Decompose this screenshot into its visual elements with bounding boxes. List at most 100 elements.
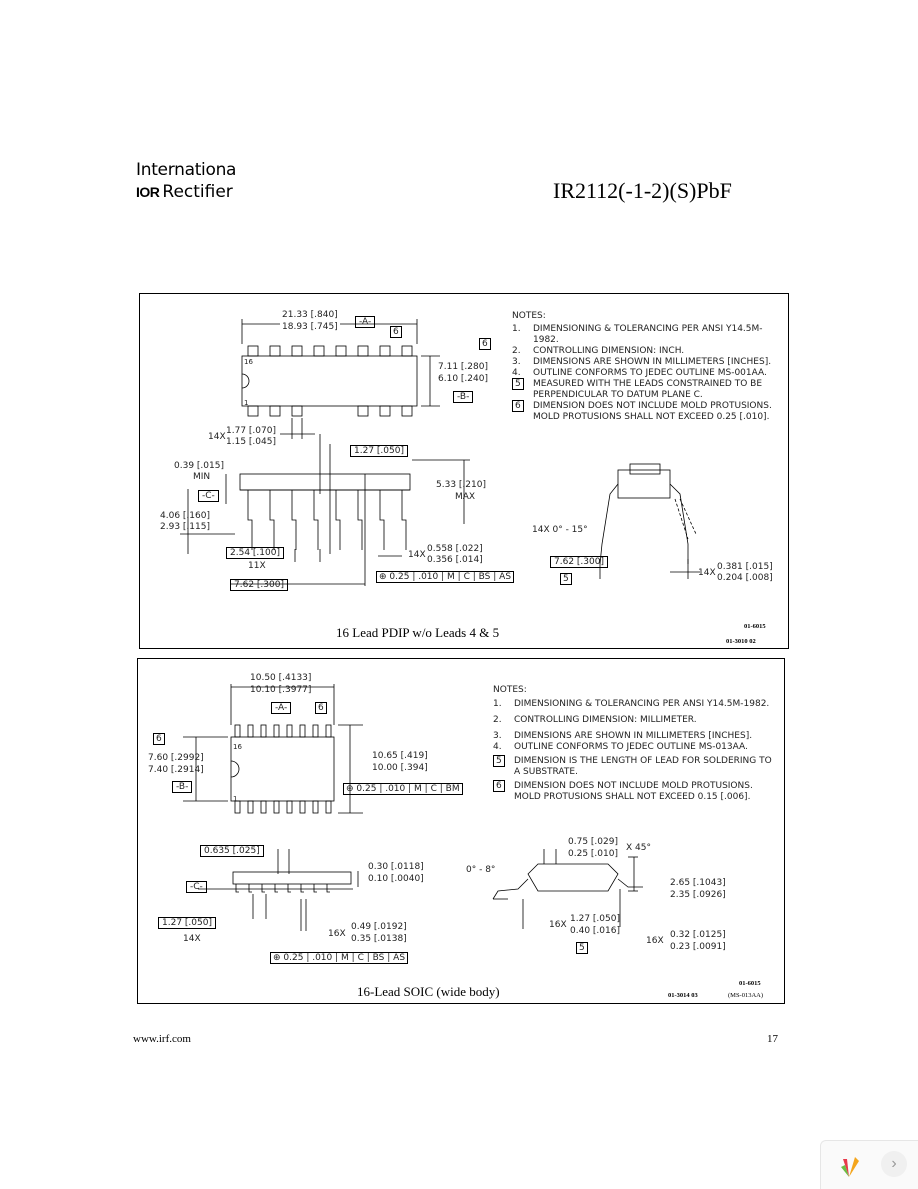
soic-note-4: 4.OUTLINE CONFORMS TO JEDEC OUTLINE MS-0… bbox=[493, 742, 748, 752]
fcf-datum-b: B bbox=[478, 572, 485, 582]
soic-lead-width-max: 0.49 [.0192] bbox=[351, 922, 407, 932]
pdip-caption: 16 Lead PDIP w/o Leads 4 & 5 bbox=[336, 625, 500, 640]
soic-note-2: 2.CONTROLLING DIMENSION: MILLIMETER. bbox=[493, 715, 697, 725]
pdip-thickness-count: 14X bbox=[698, 568, 716, 578]
soic-notes: NOTES: 1.DIMENSIONING & TOLERANCING PER … bbox=[493, 685, 775, 803]
fcf-modifier-m: M bbox=[447, 572, 455, 582]
pdip-pin16-label: 16 bbox=[244, 358, 253, 366]
pdip-end-row-spacing: 7.62 [.300] bbox=[550, 556, 608, 568]
pdip-length-max: 21.33 [.840] bbox=[282, 310, 338, 320]
pdip-lead-dia-count: 14X bbox=[408, 550, 426, 560]
fcf1-value-in: .010 bbox=[385, 784, 406, 794]
soic-note6-marker-left: 6 bbox=[153, 733, 165, 745]
fcf-modifier-s1: S bbox=[484, 572, 491, 582]
fcf-datum-a: A bbox=[499, 572, 506, 582]
soic-length-min: 10.10 [.3977] bbox=[250, 685, 312, 695]
soic-lead-width-min: 0.35 [.0138] bbox=[351, 934, 407, 944]
pdip-notes-title: NOTES: bbox=[512, 311, 546, 321]
soic-drawing-code3: (MS-013AA) bbox=[728, 992, 764, 999]
pdip-position-tolerance: ⊕ 0.25 | .010 | M | C | BS | AS bbox=[376, 571, 515, 583]
fcf-modifier-s2: S bbox=[505, 572, 512, 582]
soic-standoff-min: 0.10 [.0040] bbox=[368, 874, 424, 884]
fcf1-value-mm: 0.25 bbox=[356, 784, 377, 794]
pdip-note-4: 4.OUTLINE CONFORMS TO JEDEC OUTLINE MS-0… bbox=[512, 368, 767, 378]
soic-note6-marker-top: 6 bbox=[315, 702, 327, 714]
soic-pin-pitch-half: 0.635 [.025] bbox=[200, 845, 264, 857]
fcf1-modifier-m: M bbox=[414, 784, 422, 794]
pdip-thickness-min: 0.204 [.008] bbox=[717, 573, 773, 583]
soic-pin-pitch-count: 14X bbox=[183, 934, 201, 944]
pdip-datum-b: -B- bbox=[453, 391, 474, 403]
soic-pin16-label: 16 bbox=[233, 743, 242, 751]
pdip-package-drawing: 21.33 [.840] 18.93 [.745] -A- 6 6 16 1 7… bbox=[139, 293, 789, 649]
soic-standoff-max: 0.30 [.0118] bbox=[368, 862, 424, 872]
fcf-value-mm: 0.25 bbox=[389, 572, 410, 582]
pdip-lead-angle: 14X 0° - 15° bbox=[532, 525, 588, 535]
pdip-note-3: 3.DIMENSIONS ARE SHOWN IN MILLIMETERS [I… bbox=[512, 357, 772, 367]
fcf2-datum-a: A bbox=[393, 953, 400, 963]
fcf2-modifier-s1: S bbox=[378, 953, 385, 963]
soic-position-tolerance-1: ⊕ 0.25 | .010 | M | C | BM bbox=[343, 783, 463, 795]
soic-datum-b: -B- bbox=[172, 781, 193, 793]
brand-name-line1: Internationa bbox=[136, 160, 237, 180]
soic-thickness-count: 16X bbox=[646, 936, 664, 946]
soic-drawing-lines bbox=[183, 684, 643, 931]
soic-thickness-min: 0.23 [.0091] bbox=[670, 942, 726, 952]
soic-chamfer-angle: X 45° bbox=[626, 843, 651, 853]
soic-note5-marker: 5 bbox=[576, 942, 588, 954]
soic-chamfer-min: 0.25 [.010] bbox=[568, 849, 618, 859]
fcf-value-in: .010 bbox=[418, 572, 439, 582]
soic-package-drawing: 10.50 [.4133] 10.10 [.3977] -A- 6 6 16 1… bbox=[137, 658, 785, 1004]
soic-overall-width-min: 10.00 [.394] bbox=[372, 763, 428, 773]
next-page-button[interactable]: › bbox=[881, 1151, 907, 1177]
soic-foot-length-max: 1.27 [.050] bbox=[570, 914, 620, 924]
pdip-note-2: 2.CONTROLLING DIMENSION: INCH. bbox=[512, 346, 685, 356]
pdip-note-1: 1.DIMENSIONING & TOLERANCING PER ANSI Y1… bbox=[512, 324, 763, 345]
soic-foot-length-min: 0.40 [.016] bbox=[570, 926, 620, 936]
viewer-logo-icon bbox=[841, 1157, 859, 1177]
pdip-height-max: 5.33 [.210] bbox=[436, 480, 486, 490]
soic-height-max: 2.65 [.1043] bbox=[670, 878, 726, 888]
soic-drawing-code2: 01-3014 03 bbox=[668, 992, 698, 999]
soic-pin-pitch: 1.27 [.050] bbox=[158, 917, 216, 929]
soic-note-3: 3.DIMENSIONS ARE SHOWN IN MILLIMETERS [I… bbox=[493, 731, 753, 741]
fcf2-datum-c: C bbox=[357, 953, 364, 963]
brand-logo-line: IOR Rectifier bbox=[136, 182, 233, 202]
pdip-note6-marker: 6 bbox=[390, 326, 402, 338]
soic-datum-a: -A- bbox=[271, 702, 292, 714]
soic-datum-c: -C- bbox=[186, 881, 207, 893]
pdip-drawing-code1: 01-6015 bbox=[744, 623, 766, 630]
fcf2-modifier-m: M bbox=[341, 953, 349, 963]
fcf1-datum-b: B bbox=[445, 784, 452, 794]
pdip-width-max: 7.11 [.280] bbox=[438, 362, 488, 372]
fcf2-modifier-s2: S bbox=[399, 953, 406, 963]
pdip-lead-count-14x: 14X bbox=[208, 432, 226, 442]
pdip-drawing-code2: 01-3010 02 bbox=[726, 638, 756, 645]
footer-url[interactable]: www.irf.com bbox=[133, 1033, 191, 1045]
pdip-tail-min: 2.93 [.115] bbox=[160, 522, 210, 532]
pdip-lead-dia-max: 0.558 [.022] bbox=[427, 544, 483, 554]
pdip-tail-max: 4.06 [.160] bbox=[160, 511, 210, 521]
soic-caption: 16-Lead SOIC (wide body) bbox=[357, 984, 500, 999]
ior-logo: IOR bbox=[136, 184, 160, 200]
fcf1-datum-c: C bbox=[430, 784, 437, 794]
soic-lead-width-count: 16X bbox=[328, 929, 346, 939]
pdip-drawing-lines bbox=[180, 319, 700, 586]
pdip-lead-width-min: 1.15 [.045] bbox=[226, 437, 276, 447]
pdip-width-min: 6.10 [.240] bbox=[438, 374, 488, 384]
pdip-standoff: 0.39 [.015] bbox=[174, 461, 224, 471]
part-number: IR2112(-1-2)(S)PbF bbox=[553, 178, 732, 203]
soic-chamfer-max: 0.75 [.029] bbox=[568, 837, 618, 847]
soic-length-max: 10.50 [.4133] bbox=[250, 673, 312, 683]
pdip-pitch: 1.27 [.050] bbox=[350, 445, 408, 457]
pdip-pin1-label: 1 bbox=[244, 399, 249, 407]
soic-width-max: 7.60 [.2992] bbox=[148, 753, 204, 763]
page-number: 17 bbox=[767, 1033, 778, 1045]
pdip-datum-a: -A- bbox=[355, 316, 376, 328]
soic-note-1: 1.DIMENSIONING & TOLERANCING PER ANSI Y1… bbox=[493, 699, 770, 709]
pdip-note6-marker-right: 6 bbox=[479, 338, 491, 350]
soic-height-min: 2.35 [.0926] bbox=[670, 890, 726, 900]
